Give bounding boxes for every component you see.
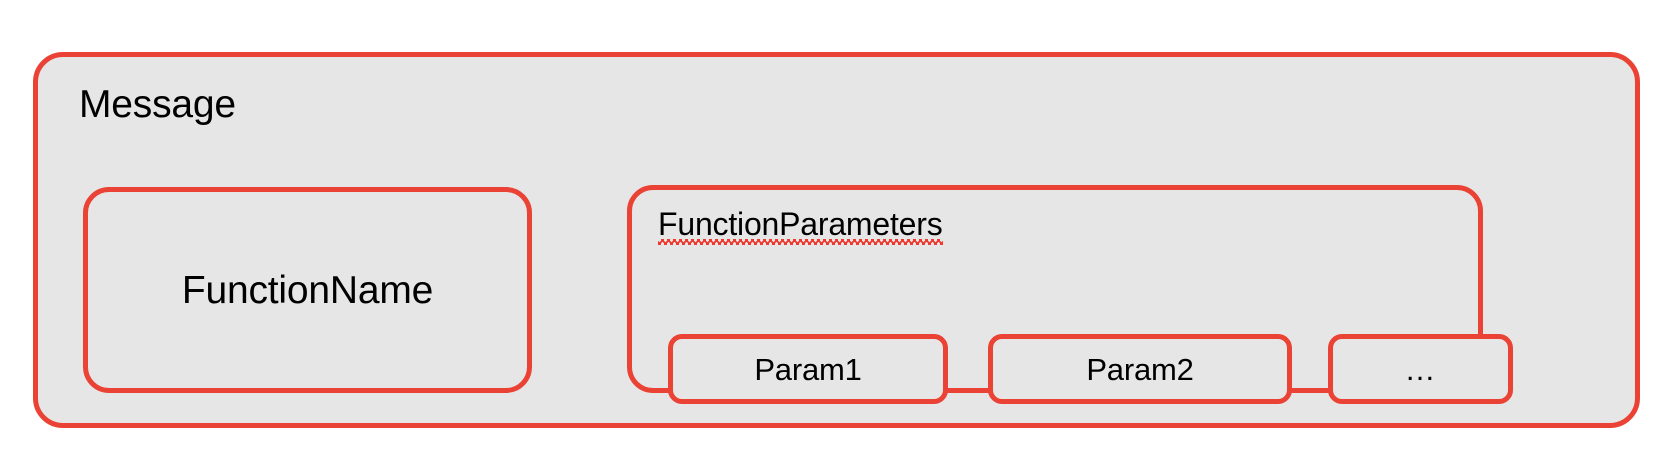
parameter-chip-2: Param2 xyxy=(988,334,1292,404)
function-parameters-container: FunctionParameters Param1 Param2 … xyxy=(627,185,1513,404)
parameter-chip-1: Param1 xyxy=(668,334,948,404)
parameter-chip-row: Param1 Param2 … xyxy=(668,334,1513,404)
message-container: Message FunctionName FunctionParameters … xyxy=(33,52,1640,428)
function-name-container: FunctionName xyxy=(83,187,532,393)
function-name-label: FunctionName xyxy=(181,268,434,312)
message-label: Message xyxy=(79,83,236,126)
function-parameters-label: FunctionParameters xyxy=(658,208,943,245)
parameter-chip-ellipsis: … xyxy=(1328,334,1513,404)
